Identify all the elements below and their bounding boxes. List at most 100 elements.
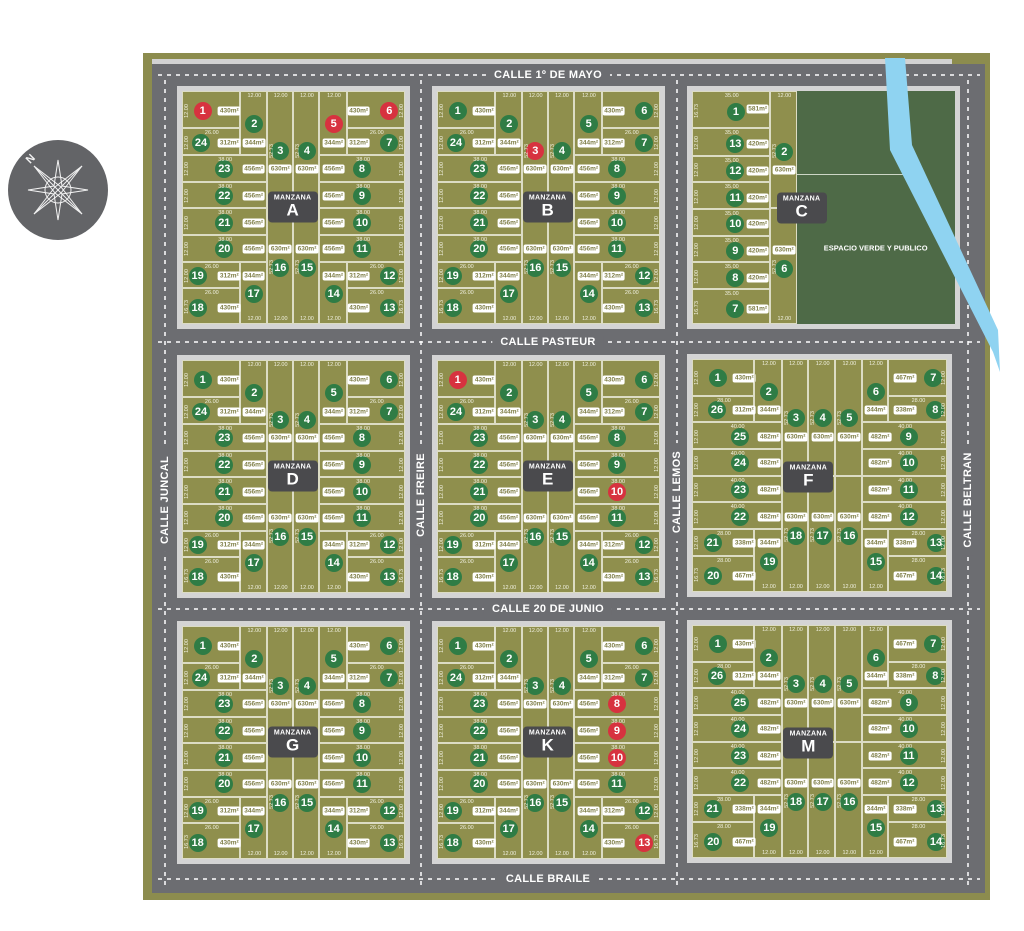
lot-number-badge[interactable]: 4 (552, 677, 571, 695)
lot-number-badge[interactable]: 14 (579, 554, 598, 573)
lot-number-badge[interactable]: 14 (324, 285, 343, 304)
lot-number-badge[interactable]: 1 (708, 369, 727, 388)
lot-number-badge[interactable]: 1 (708, 635, 727, 654)
lot-number-badge[interactable]: 22 (470, 186, 489, 205)
lot-number-badge[interactable]: 6 (635, 637, 654, 655)
lot-number-badge[interactable]: 13 (635, 567, 654, 586)
lot-number-badge[interactable]: 10 (607, 748, 626, 767)
lot-number-badge[interactable]: 4 (297, 142, 316, 160)
lot-number-badge[interactable]: 19 (760, 819, 779, 838)
lot-number-badge[interactable]: 12 (726, 161, 745, 180)
lot-number-badge[interactable]: 16 (271, 793, 290, 812)
lot-number-badge[interactable]: 17 (244, 554, 263, 573)
lot-number-badge[interactable]: 11 (352, 509, 371, 528)
lot-number-badge[interactable]: 14 (579, 820, 598, 839)
lot-number-badge[interactable]: 21 (703, 800, 722, 819)
lot-number-badge[interactable]: 22 (215, 721, 234, 740)
lot-number-badge[interactable]: 15 (297, 527, 316, 546)
lot-number-badge[interactable]: 6 (380, 637, 399, 655)
lot-number-badge[interactable]: 12 (380, 801, 399, 820)
lot-number-badge[interactable]: 2 (245, 384, 264, 403)
lot-number-badge[interactable]: 12 (635, 266, 654, 285)
lot-number-badge[interactable]: 17 (813, 792, 832, 811)
lot-number-badge[interactable]: 9 (726, 241, 745, 260)
lot-number-badge[interactable]: 22 (215, 455, 234, 474)
lot-number-badge[interactable]: 23 (470, 429, 489, 448)
lot-number-badge[interactable]: 11 (352, 775, 371, 794)
lot-number-badge[interactable]: 19 (443, 801, 462, 820)
lot-number-badge[interactable]: 14 (324, 554, 343, 573)
lot-number-badge[interactable]: 7 (635, 133, 654, 152)
lot-number-badge[interactable]: 20 (470, 240, 489, 259)
lot-number-badge[interactable]: 3 (271, 677, 290, 695)
lot-number-badge[interactable]: 14 (926, 832, 945, 851)
lot-number-badge[interactable]: 17 (499, 285, 518, 304)
lot-number-badge[interactable]: 7 (726, 300, 745, 319)
lot-number-badge[interactable]: 5 (324, 384, 343, 403)
lot-number-badge[interactable]: 17 (499, 554, 518, 573)
lot-number-badge[interactable]: 14 (926, 566, 945, 585)
lot-number-badge[interactable]: 17 (244, 285, 263, 304)
lot-number-badge[interactable]: 4 (297, 677, 316, 695)
lot-number-badge[interactable]: 16 (840, 792, 859, 811)
lot-number-badge[interactable]: 10 (726, 215, 745, 234)
lot-number-badge[interactable]: 1 (726, 103, 745, 121)
lot-number-badge[interactable]: 18 (188, 298, 207, 317)
lot-number-badge[interactable]: 22 (215, 186, 234, 205)
lot-number-badge[interactable]: 1 (193, 102, 212, 120)
lot-number-badge[interactable]: 13 (726, 135, 745, 154)
